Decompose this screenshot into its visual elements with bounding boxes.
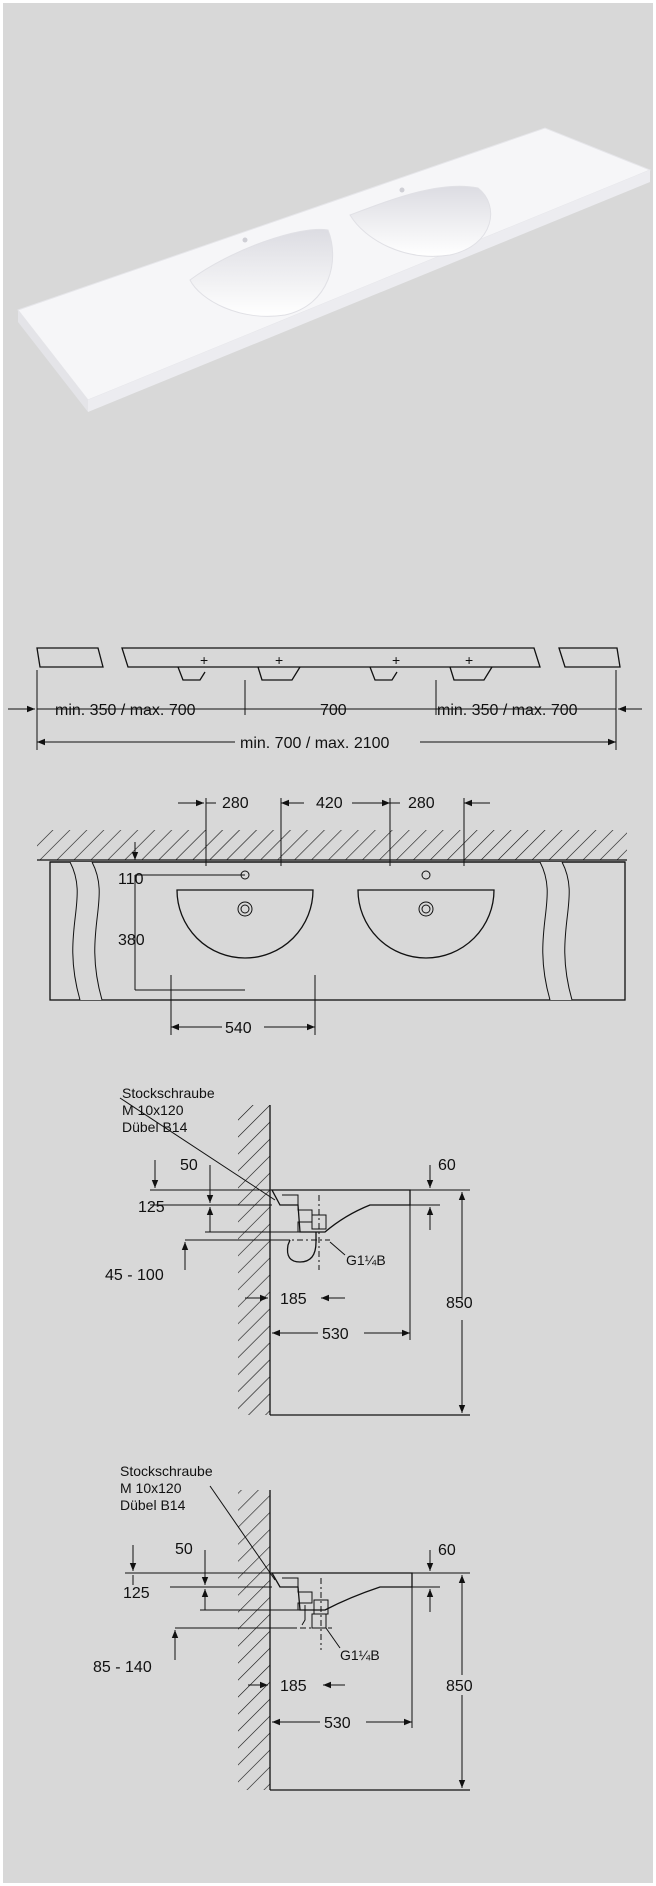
note-dowel-1: Dübel B14: [122, 1119, 188, 1135]
dim-530-1: 530: [322, 1326, 349, 1343]
note-screw-1: Stockschraube: [122, 1085, 215, 1101]
note-dowel-2: Dübel B14: [120, 1497, 186, 1513]
dim-185-2: 185: [280, 1678, 307, 1695]
dim-530-2: 530: [324, 1715, 351, 1732]
basin-plan-right: [357, 870, 495, 959]
svg-text:+: +: [392, 652, 400, 668]
tap-hole-left: [242, 237, 248, 243]
top-view: 280 420 280 110 380 540: [37, 795, 627, 1037]
note-screw-2: Stockschraube: [120, 1463, 213, 1479]
basin-left: [189, 228, 334, 317]
drain-left: [237, 901, 253, 917]
dim-125-2: 125: [123, 1585, 150, 1602]
basin-section-1: [255, 1189, 411, 1270]
front-view: ++ ++ min. 350 / max. 700 700 min. 350 /…: [8, 647, 642, 752]
svg-text:+: +: [200, 652, 208, 668]
note-screw-size-1: M 10x120: [122, 1102, 184, 1118]
basin-plan-left: [176, 870, 314, 959]
wall-section-1: [238, 1105, 270, 1415]
dim-110: 110: [118, 871, 144, 888]
thread-size-1: G1¼B: [346, 1252, 386, 1268]
dim-left-span: min. 350 / max. 700: [55, 702, 196, 719]
basin-section-2: [258, 1572, 413, 1650]
drain-right: [418, 901, 434, 917]
thread-size-2: G1¼B: [340, 1647, 380, 1663]
wall-hatch: [37, 830, 627, 860]
dim-center-span: 700: [320, 702, 347, 719]
dim-60-2: 60: [438, 1542, 456, 1559]
svg-text:+: +: [465, 652, 473, 668]
dim-50-2: 50: [175, 1541, 193, 1558]
section-view-2: Stockschraube M 10x120 Dübel B14 50 125 …: [93, 1463, 473, 1791]
tap-hole-right: [399, 187, 405, 193]
dim-850-1: 850: [446, 1295, 473, 1312]
dim-outlet-2: 85 - 140: [93, 1659, 152, 1676]
product-render: [17, 127, 652, 412]
dim-50-1: 50: [180, 1157, 198, 1174]
tap-hole-right-plan: [421, 870, 431, 880]
dim-total-length: min. 700 / max. 2100: [240, 735, 390, 752]
dim-280-right: 280: [408, 795, 435, 812]
svg-text:+: +: [275, 652, 283, 668]
countertop-plan: [49, 861, 626, 1001]
dim-outlet-1: 45 - 100: [105, 1267, 164, 1284]
dim-280-left: 280: [222, 795, 249, 812]
dim-420: 420: [316, 795, 343, 812]
dim-540: 540: [225, 1020, 252, 1037]
dim-380: 380: [118, 932, 145, 949]
dim-125-1: 125: [138, 1199, 165, 1216]
dim-60-1: 60: [438, 1157, 456, 1174]
dim-185-1: 185: [280, 1291, 307, 1308]
basin-profile-left: ++: [177, 652, 301, 681]
note-screw-size-2: M 10x120: [120, 1480, 182, 1496]
dim-right-span: min. 350 / max. 700: [437, 702, 578, 719]
basin-profile-right: ++: [369, 652, 493, 681]
dim-850-2: 850: [446, 1678, 473, 1695]
section-view-1: Stockschraube M 10x120 Dübel B14 50 125 …: [105, 1085, 473, 1416]
basin-right: [349, 185, 492, 257]
wall-section-2: [238, 1490, 270, 1790]
